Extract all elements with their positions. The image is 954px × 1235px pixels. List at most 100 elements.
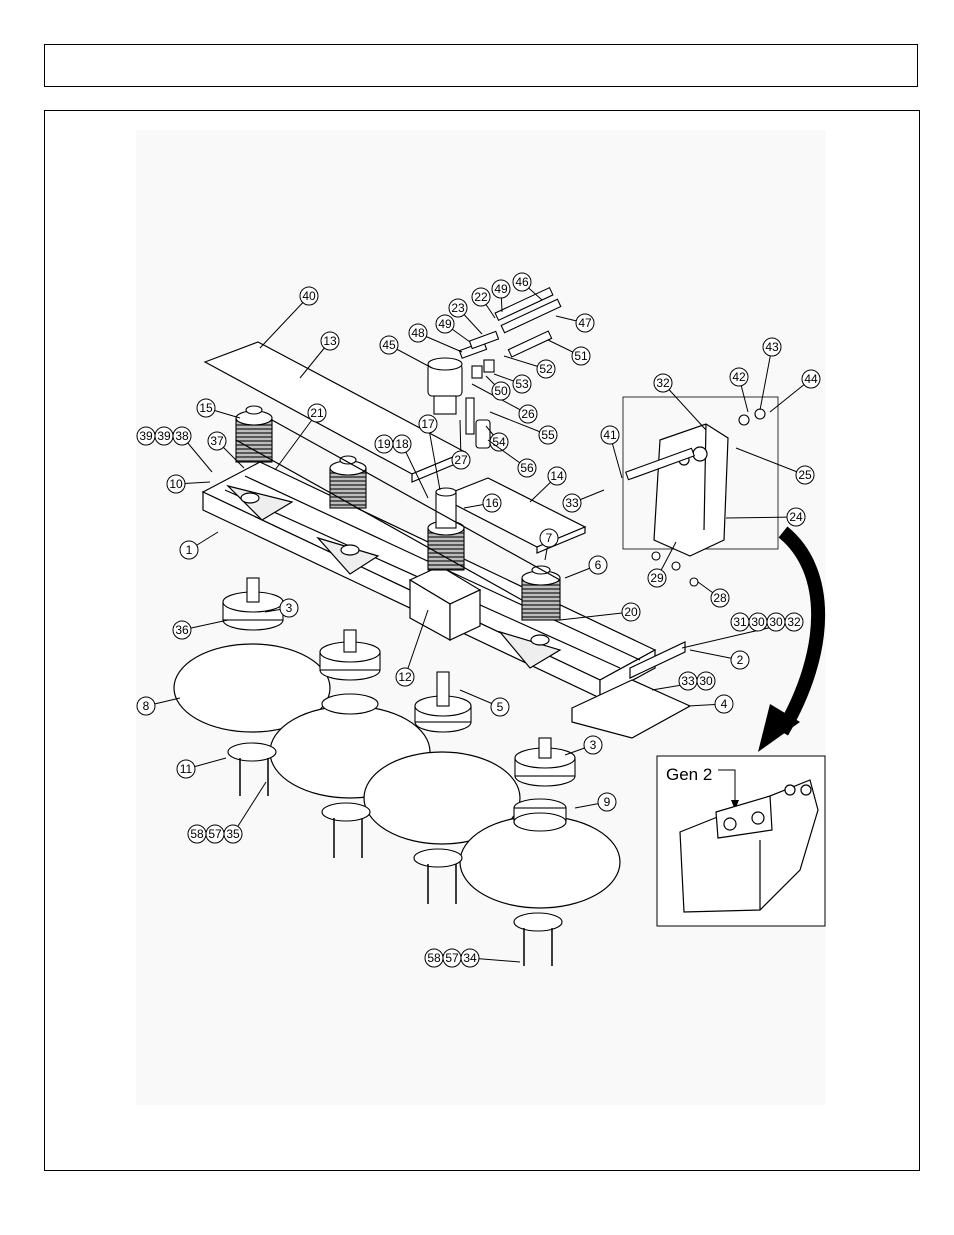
callout-circle (562, 493, 582, 513)
callout-circle (172, 426, 192, 446)
callout-number: 48 (411, 326, 425, 340)
callout-c3a: 3 (264, 598, 299, 618)
callout-number: 37 (210, 434, 224, 448)
callout-c55: 55 (489, 411, 558, 445)
drive-belt (235, 419, 561, 601)
callout-layer: 1233456789101112131415161720212223242526… (136, 272, 821, 812)
callout-circle (207, 431, 227, 451)
callout-c56: 56 (487, 439, 537, 478)
callout-circle (491, 381, 511, 401)
hub-3-right (513, 737, 576, 832)
callout-c49a: 49 (491, 279, 511, 313)
callout-circle (621, 602, 641, 622)
callout-circle (538, 425, 558, 445)
callout-circle (710, 588, 730, 608)
callout-c46: 46 (512, 272, 543, 301)
callout-circle (392, 434, 412, 454)
callout-circle (166, 474, 186, 494)
callout-number: 27 (454, 453, 468, 467)
callout-c1: 1 (179, 531, 219, 560)
callout-c21: 21 (274, 403, 327, 471)
callout-number: 16 (485, 496, 499, 510)
callout-circle (795, 465, 815, 485)
callout-circle (460, 948, 480, 968)
callout-circle (279, 598, 299, 618)
hitch-pins (625, 408, 766, 587)
coil-pulley-16 (427, 487, 465, 571)
callout-number: 35 (226, 827, 240, 841)
callout-number: 28 (713, 591, 727, 605)
callout-number: 18 (395, 437, 409, 451)
callout-number: 36 (175, 623, 189, 637)
callout-circle (571, 346, 591, 366)
callout-circle (536, 359, 556, 379)
callout-circle (196, 398, 216, 418)
detail-arrow-head (758, 704, 800, 752)
callout-c28: 28 (697, 581, 730, 608)
callout-leader (404, 609, 429, 678)
hub-center (319, 629, 381, 715)
callout-c36: 36 (172, 619, 229, 640)
callout-c8: 8 (136, 696, 181, 716)
callout-number: 7 (546, 531, 553, 545)
callout-c40: 40 (259, 286, 319, 349)
callout-circle (784, 612, 804, 632)
callout-circle (491, 279, 511, 299)
callout-leader (259, 295, 310, 349)
callout-c43: 43 (759, 337, 782, 411)
callout-circle (600, 425, 620, 445)
callout-c20: 20 (559, 602, 641, 622)
callout-c17: 17 (418, 414, 441, 491)
callout-number: 5 (497, 700, 504, 714)
callout-number: 24 (789, 510, 803, 524)
hub-3-left (222, 577, 284, 631)
callout-c14: 14 (529, 466, 567, 503)
callout-number: 43 (765, 340, 779, 354)
callout-c48: 48 (408, 323, 463, 353)
callout-c32: 32 (653, 373, 707, 431)
end-plate-2 (629, 641, 686, 679)
callout-c7: 7 (539, 528, 559, 561)
callout-c10: 10 (166, 474, 211, 494)
callout-number: 15 (199, 401, 213, 415)
callout-number: 9 (604, 795, 611, 809)
callout-c29: 29 (647, 541, 677, 588)
callout-circle (176, 759, 196, 779)
cutter-disc-right-middle (363, 751, 521, 845)
callout-circle (801, 369, 821, 389)
callout-leader (232, 781, 267, 835)
callout-c25: 25 (735, 447, 815, 485)
callout-number: 57 (445, 951, 459, 965)
callout-number: 58 (190, 827, 204, 841)
callout-circle (730, 650, 750, 670)
callout-number: 55 (541, 428, 555, 442)
hub-5 (414, 671, 472, 733)
callout-number: 21 (310, 406, 324, 420)
callout-number: 52 (539, 362, 553, 376)
callout-number: 42 (732, 370, 746, 384)
disc-bolts (239, 758, 553, 966)
callout-c26: 26 (471, 383, 538, 424)
callout-number: 50 (494, 384, 508, 398)
coil-pulley-center-left (329, 455, 367, 509)
callout-number: 3 (590, 738, 597, 752)
callout-circle (482, 493, 502, 513)
callout-number: 32 (787, 615, 801, 629)
callout-c53: 53 (493, 373, 532, 394)
coil-pulley-6 (521, 565, 561, 621)
callout-number: 33 (681, 674, 695, 688)
callout-number: 56 (520, 461, 534, 475)
callout-number: 12 (398, 670, 412, 684)
callout-number: 6 (595, 558, 602, 572)
callout-number: 3 (286, 601, 293, 615)
callout-c42: 42 (729, 367, 749, 413)
callout-number: 26 (521, 407, 535, 421)
callout-number: 53 (515, 377, 529, 391)
callout-number: 17 (421, 417, 435, 431)
callout-c27: 27 (451, 419, 471, 470)
